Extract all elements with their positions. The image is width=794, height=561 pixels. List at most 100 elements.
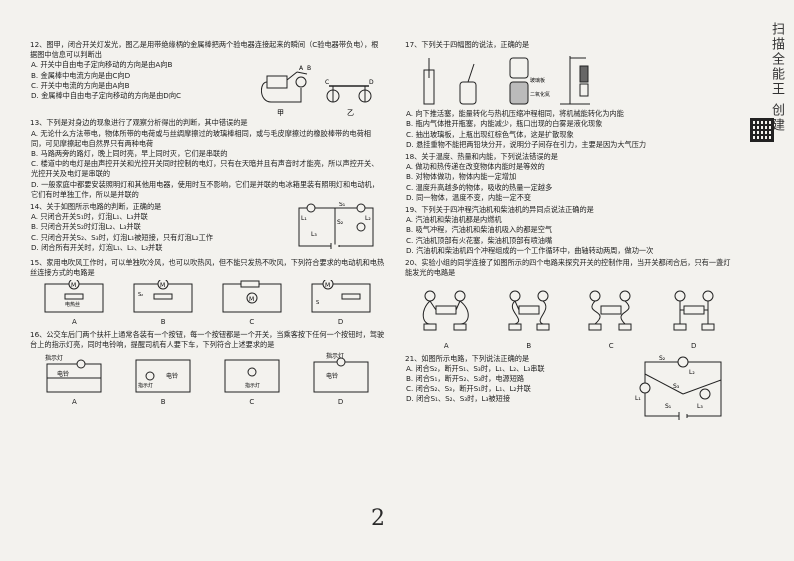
figure-caption: C bbox=[608, 342, 614, 351]
motor-label: M bbox=[71, 282, 76, 289]
question-18: 18、关于温度、热量和内能，下列说法错误的是 A. 做功和热传递在改变物体内能时… bbox=[405, 152, 735, 203]
option-b: B. 吸气冲程，汽油机和柴油机吸入的都是空气 bbox=[406, 225, 553, 235]
fig-label: S₁ bbox=[339, 202, 346, 208]
q17-figures: 玻璃板 二氧化氮 bbox=[405, 52, 735, 108]
q15-options-figures: M 电热丝 A M S₂ B bbox=[30, 280, 385, 327]
question-16: 16、公交车后门两个扶杆上通常各装有一个按钮，每一个按钮都是一个开关，当乘客按下… bbox=[30, 330, 385, 408]
option-c: C. 开关中电流的方向是由A向B bbox=[31, 80, 130, 90]
fig-label: 甲 bbox=[277, 109, 284, 117]
q15-figure-a: M 电热丝 A bbox=[41, 280, 107, 327]
fig-label: L₃ bbox=[311, 231, 317, 238]
question-stem: 14、关于如图所示电路的判断，正确的是 bbox=[30, 202, 162, 212]
option-c: C. 闭合S₂、S₃，断开S₁时，L₁、L₂并联 bbox=[406, 384, 531, 394]
fig-label: S₃ bbox=[673, 383, 680, 390]
figure-caption: B bbox=[526, 342, 532, 351]
fig-label: L₂ bbox=[365, 215, 371, 222]
option-b: B. 马路两旁的路灯，晚上同时亮，早上同时灭，它们是串联的 bbox=[31, 149, 228, 159]
option-c: C. 抽出玻璃板，上瓶出现红棕色气体，这是扩散现象 bbox=[406, 129, 574, 139]
fig-label: L₂ bbox=[689, 369, 695, 376]
fig-label: S₁ bbox=[665, 403, 672, 410]
heater-label: 电热丝 bbox=[65, 301, 80, 308]
q20-figure-d: D bbox=[664, 280, 724, 351]
fig-label: 玻璃板 bbox=[530, 77, 545, 84]
option-c: C. 楼道中的电灯是由声控开关和光控开关同时控制的电灯，只有在天暗并且有声音时才… bbox=[31, 159, 379, 179]
question-19: 19、下列关于四冲程汽油机和柴油机的异同点说法正确的是 A. 汽油机和柴油机都是… bbox=[405, 205, 735, 256]
right-column: 17、下列关于四幅图的说法，正确的是 玻璃板 二氧化氮 bbox=[405, 40, 735, 424]
fig-label: L₁ bbox=[301, 215, 307, 222]
figure-caption: C bbox=[249, 318, 255, 327]
option-b: B. 金属棒中电流方向是由C向D bbox=[31, 70, 131, 80]
option-a: A. 闭合S₂，断开S₁、S₃时，L₁、L₂、L₃串联 bbox=[406, 363, 545, 373]
indicator-label: 指示灯 bbox=[326, 352, 344, 360]
fig-label: L₁ bbox=[635, 395, 641, 402]
figure-caption: D bbox=[337, 398, 344, 407]
figure-caption: D bbox=[337, 318, 344, 327]
motor-label: M bbox=[160, 282, 165, 289]
option-b: B. 闭合S₁，断开S₂、S₃时，电源短路 bbox=[406, 374, 525, 384]
question-17: 17、下列关于四幅图的说法，正确的是 玻璃板 二氧化氮 bbox=[405, 40, 735, 150]
question-stem: 16、公交车后门两个扶杆上通常各装有一个按钮，每一个按钮都是一个开关，当乘客按下… bbox=[30, 329, 385, 349]
q16-figure-b: 指示灯 电铃 B bbox=[130, 352, 196, 407]
figure-caption: D bbox=[691, 342, 697, 351]
q20-figure-b: B bbox=[499, 280, 559, 351]
question-stem: 21、如图所示电路，下列说法正确的是 bbox=[405, 353, 530, 363]
q16-options-figures: 指示灯 电铃 A 指示灯 电铃 B bbox=[30, 352, 385, 407]
fig-label: 乙 bbox=[347, 109, 354, 117]
q15-figure-c: M C bbox=[219, 280, 285, 327]
question-stem: 20、实验小组的同学连接了如图所示的四个电路来探究开关的控制作用，当开关都闭合后… bbox=[405, 258, 731, 278]
option-a: A. 无论什么方法带电，物体所带的电荷或与丝绸摩擦过的玻璃棒相同，或与毛皮摩擦过… bbox=[31, 128, 371, 148]
option-c: C. 汽油机顶部有火花塞，柴油机顶部有喷油嘴 bbox=[406, 235, 553, 245]
q12-figure: A B 甲 C D 乙 bbox=[261, 60, 381, 118]
q20-figure-a: A bbox=[416, 280, 476, 351]
option-d: D. 一般家庭中都要安装照明灯和其他用电器，使用时互不影响，它们是并联的电冰箱里… bbox=[31, 179, 379, 199]
q17-apparatus-figure: 玻璃板 二氧化氮 bbox=[423, 56, 590, 105]
fig-label: C bbox=[325, 79, 329, 86]
switch-label: S₂ bbox=[138, 292, 143, 298]
figure-caption: C bbox=[249, 398, 255, 407]
scanner-watermark: 扫描全能王 创建 bbox=[769, 22, 784, 134]
option-b: B. 瓶内气体推开瓶塞，内能减少，瓶口出现的白雾是液化现象 bbox=[406, 119, 603, 129]
option-a: A. 向下推活塞，能量转化与热机压缩冲程相同，将机械能转化为内能 bbox=[406, 109, 624, 119]
question-14: S₁ L₁ S₂ L₂ L₃ 14、关于如图所示电路的判断，正确的是 A. 只闭… bbox=[30, 202, 385, 253]
q16-figure-a: 指示灯 电铃 A bbox=[41, 352, 107, 407]
fig-label: A bbox=[299, 65, 304, 72]
question-20: 20、实验小组的同学连接了如图所示的四个电路来探究开关的控制作用，当开关都闭合后… bbox=[405, 258, 735, 352]
fig-label: S₂ bbox=[659, 355, 666, 362]
fig-label: S₂ bbox=[337, 219, 344, 226]
bell-label: 电铃 bbox=[326, 372, 338, 380]
question-stem: 19、下列关于四冲程汽油机和柴油机的异同点说法正确的是 bbox=[405, 205, 594, 215]
option-d: D. 闭合S₁、S₂、S₃时，L₃被短接 bbox=[406, 394, 511, 404]
page-number: 2 bbox=[371, 506, 385, 531]
bell-label: 电铃 bbox=[57, 370, 69, 378]
question-stem: 15、家用电吹风工作时，可以单独吹冷风，也可以吹热风，但不能只发热不吹风，下列符… bbox=[30, 258, 385, 278]
option-a: A. 开关中自由电子定向移动的方向是由A向B bbox=[31, 60, 173, 70]
option-b: B. 对物体做功，物体内能一定增加 bbox=[406, 172, 517, 182]
option-a: A. 做功和热传递在改变物体内能时是等效的 bbox=[406, 162, 545, 172]
indicator-label: 指示灯 bbox=[45, 354, 63, 362]
question-stem: 12、图甲，闭合开关灯发光，图乙是用带绝缘柄的金属棒把两个验电器连接起来的瞬间（… bbox=[30, 40, 379, 60]
fig-label: D bbox=[369, 79, 374, 86]
figure-caption: B bbox=[160, 318, 166, 327]
q20-options-figures: A B bbox=[405, 280, 735, 351]
motor-label: M bbox=[325, 282, 330, 289]
option-c: C. 只闭合开关S₂、S₃时，灯泡L₁被短接，只有灯泡L₂工作 bbox=[31, 232, 213, 242]
question-13: 13、下列是对身边的现象进行了观察分析得出的判断，其中错误的是 A. 无论什么方… bbox=[30, 118, 385, 200]
option-d: D. 汽油机和柴油机四个冲程组成的一个工作循环中，曲轴转动两周，做功一次 bbox=[406, 245, 654, 255]
left-column: 12、图甲，闭合开关灯发光，图乙是用带绝缘柄的金属棒把两个验电器连接起来的瞬间（… bbox=[30, 40, 385, 409]
figure-caption: B bbox=[160, 398, 166, 407]
figure-caption: A bbox=[71, 318, 77, 327]
switch-label: S bbox=[316, 300, 319, 306]
q20-figure-c: C bbox=[581, 280, 641, 351]
bell-label: 电铃 bbox=[166, 372, 178, 380]
q14-circuit-figure: S₁ L₁ S₂ L₂ L₃ bbox=[291, 202, 381, 258]
fig-label: B bbox=[307, 65, 311, 72]
option-a: A. 只闭合开关S₁时，灯泡L₁、L₃并联 bbox=[31, 212, 148, 222]
fig-label: L₃ bbox=[697, 403, 703, 410]
indicator-label: 指示灯 bbox=[245, 382, 260, 389]
option-a: A. 汽油机和柴油机都是内燃机 bbox=[406, 215, 502, 225]
option-b: B. 只闭合开关S₂时灯泡L₂、L₃并联 bbox=[31, 222, 141, 232]
figure-caption: A bbox=[443, 342, 449, 351]
question-12: 12、图甲，闭合开关灯发光，图乙是用带绝缘柄的金属棒把两个验电器连接起来的瞬间（… bbox=[30, 40, 385, 117]
option-d: D. 闭合所有开关时，灯泡L₁、L₂、L₃并联 bbox=[31, 242, 163, 252]
